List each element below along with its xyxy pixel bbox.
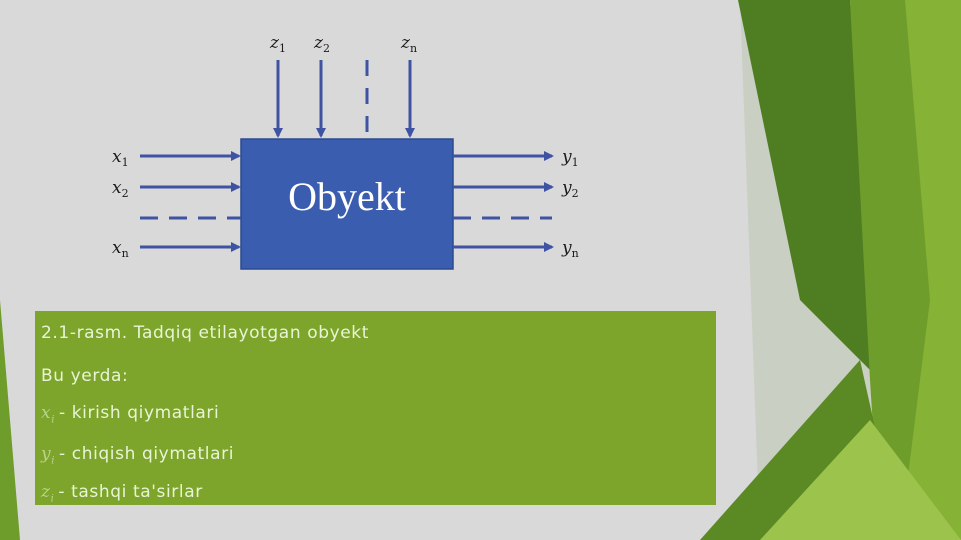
input-label-n: xn — [112, 238, 129, 260]
disturbance-label-2: z2 — [313, 33, 330, 55]
legend-symbol-y: yi — [41, 444, 56, 467]
output-label-2: y2 — [561, 178, 579, 200]
input-label-1: x1 — [112, 147, 129, 169]
legend-symbol-x: xi — [41, 403, 55, 426]
output-label-n: yn — [561, 238, 579, 260]
object-block-diagram: Obyekt x1 x2 xn y1 y2 yn z1 z2 zn — [112, 33, 579, 270]
legend-text-outputs: - chiqish qiymatlari — [59, 444, 235, 464]
disturbance-label-1: z1 — [269, 33, 286, 55]
caption-panel: 2.1-rasm. Tadqiq etilayotgan obyekt Bu y… — [35, 311, 716, 505]
disturbance-label-n: zn — [400, 33, 417, 55]
legend-text-inputs: - kirish qiymatlari — [59, 403, 220, 423]
legend-item-inputs: xi- kirish qiymatlari — [41, 403, 219, 425]
object-box — [240, 138, 454, 270]
legend-item-disturbances: zi- tashqi ta'sirlar — [41, 482, 203, 504]
object-box-label: Obyekt — [288, 174, 406, 219]
facet-bottom-light — [760, 420, 961, 540]
legend-item-outputs: yi- chiqish qiymatlari — [41, 444, 234, 466]
facet-bright-green — [900, 0, 961, 540]
legend-intro: Bu yerda: — [41, 366, 129, 386]
legend-symbol-z: zi — [41, 482, 55, 505]
legend-text-disturbances: - tashqi ta'sirlar — [58, 482, 203, 502]
facet-dark-green — [738, 0, 880, 380]
output-label-1: y1 — [561, 147, 579, 169]
input-label-2: x2 — [112, 178, 129, 200]
facet-left-sliver — [0, 300, 20, 540]
figure-caption-title: 2.1-rasm. Tadqiq etilayotgan obyekt — [41, 323, 370, 343]
